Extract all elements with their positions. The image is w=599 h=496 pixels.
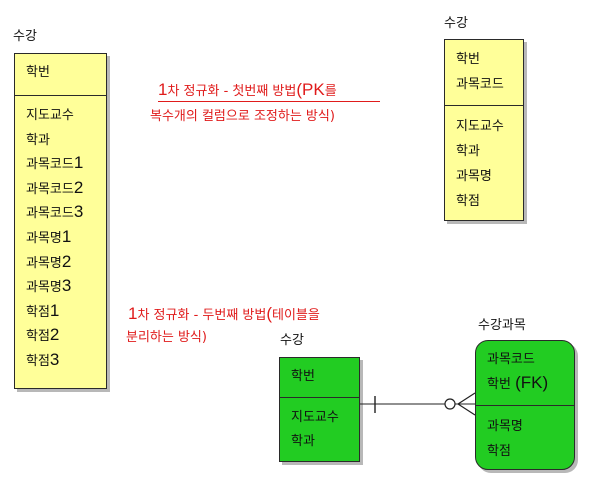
- entity-left-attr: 학과: [26, 131, 50, 149]
- attr-name: 학점: [26, 329, 50, 344]
- attr-name: 과목명: [26, 231, 62, 246]
- attr-name: 학점: [26, 354, 50, 369]
- entity-left-divider: [15, 95, 106, 96]
- entity-left-attr: 과목코드1: [26, 153, 84, 173]
- attr-index: 1: [49, 301, 60, 320]
- entity-bottom-mid-key: 학번: [291, 369, 315, 384]
- entity-bottom-mid[interactable]: 학번 지도교수 학과: [279, 357, 360, 462]
- entity-left-attr: 학점1: [26, 301, 60, 321]
- entity-left-attr: 과목명2: [26, 252, 72, 272]
- entity-right-top-attr: 학과: [456, 144, 480, 159]
- attr-name: 학점: [26, 305, 50, 320]
- note-method1-line1: 1차 정규화 - 첫번째 방법(PK를: [158, 80, 337, 100]
- attr-name: 과목코드: [26, 206, 74, 221]
- entity-title-left: 수강: [13, 29, 37, 44]
- attr-index: 2: [61, 252, 72, 271]
- entity-title-bottom-right: 수강과목: [478, 318, 526, 333]
- attr-name: 학과: [26, 133, 50, 148]
- entity-right-top-key-1: 과목코드: [456, 77, 504, 92]
- entity-left-attr: 과목코드3: [26, 202, 84, 222]
- entity-left-attr: 과목코드2: [26, 178, 84, 198]
- attr-name: 과목명: [26, 280, 62, 295]
- entity-left-attr: 과목명3: [26, 276, 72, 296]
- entity-bottom-right-divider: [476, 405, 574, 406]
- entity-left-attr: 과목명1: [26, 227, 72, 247]
- note-method1-line2: 복수개의 컬럼으로 조정하는 방식): [150, 109, 335, 124]
- entity-right-top[interactable]: 학번 과목코드 지도교수 학과 과목명 학점: [444, 39, 524, 221]
- entity-right-top-attr: 학점: [456, 194, 480, 209]
- entity-bottom-right-attr: 학점: [487, 444, 511, 459]
- entity-bottom-mid-attr: 학과: [291, 434, 315, 449]
- attr-index: 3: [49, 350, 60, 369]
- entity-left-attr: 학점3: [26, 350, 60, 370]
- entity-bottom-right[interactable]: 과목코드 학번 (FK) 과목명 학점: [475, 340, 575, 470]
- optional-circle: [444, 398, 456, 410]
- entity-title-bottom-mid: 수강: [280, 333, 304, 348]
- entity-bottom-mid-attr: 지도교수: [291, 410, 339, 425]
- entity-left-key: 학번: [26, 65, 50, 80]
- entity-right-top-key-0: 학번: [456, 52, 480, 67]
- entity-title-right-top: 수강: [444, 16, 468, 31]
- attr-index: 3: [61, 276, 72, 295]
- entity-bottom-right-key-1: 학번 (FK): [487, 373, 549, 392]
- attr-index: 3: [73, 202, 84, 221]
- attr-name: 과목코드: [26, 182, 74, 197]
- crows-foot-upper: [457, 392, 476, 405]
- note-method1-underline: [158, 101, 380, 102]
- attr-index: 2: [49, 325, 60, 344]
- entity-bottom-right-attr: 과목명: [487, 419, 523, 434]
- entity-right-top-divider: [445, 105, 523, 106]
- crows-foot-lower: [457, 403, 476, 416]
- entity-bottom-mid-divider: [280, 397, 359, 398]
- entity-left-attr: 지도교수: [26, 106, 74, 124]
- attr-name: 과목코드: [26, 157, 74, 172]
- attr-index: 1: [73, 153, 84, 172]
- attr-index: 2: [73, 178, 84, 197]
- entity-left-attr: 학점2: [26, 325, 60, 345]
- entity-right-top-attr: 지도교수: [456, 119, 504, 134]
- note-method2-line1: 1차 정규화 - 두번째 방법(테이블을: [128, 304, 320, 324]
- attr-name: 과목명: [26, 256, 62, 271]
- attr-index: 1: [61, 227, 72, 246]
- attr-name: 지도교수: [26, 108, 74, 123]
- entity-bottom-right-key-0: 과목코드: [487, 352, 535, 367]
- note-method2-line2: 분리하는 방식): [126, 330, 207, 345]
- entity-right-top-attr: 과목명: [456, 169, 492, 184]
